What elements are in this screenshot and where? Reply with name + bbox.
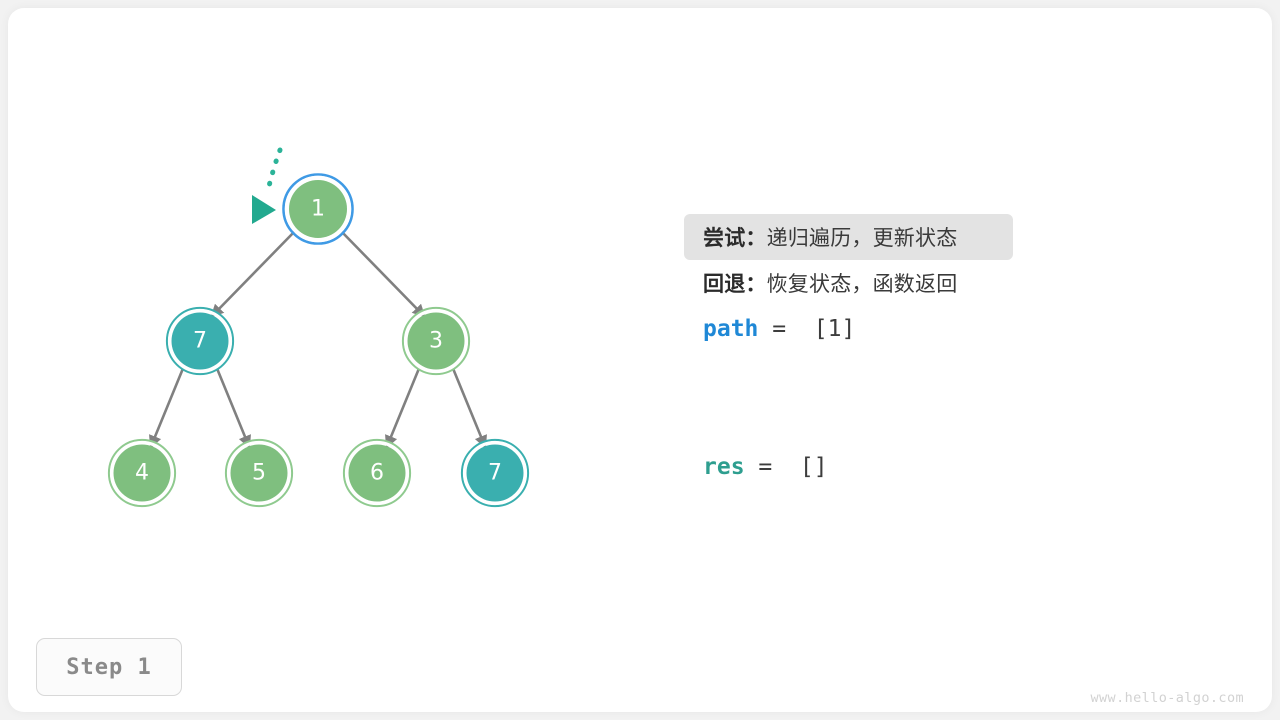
node-7r-gap bbox=[462, 440, 528, 506]
panel-row-try-text: 递归遍历，更新状态 bbox=[766, 226, 958, 250]
panel-row-try-keyword: 尝试： bbox=[703, 226, 767, 250]
node-3-gap bbox=[403, 308, 469, 374]
node-4-gap bbox=[109, 440, 175, 506]
edge-7-4 bbox=[149, 365, 186, 449]
panel-spacer bbox=[684, 352, 1204, 398]
edge-1-7 bbox=[210, 229, 297, 318]
node-5-outer-ring bbox=[224, 438, 294, 508]
tree-node-5[interactable]: 5 bbox=[224, 438, 294, 508]
tree-node-4[interactable]: 4 bbox=[107, 438, 177, 508]
node-3-outer-ring bbox=[401, 306, 471, 376]
node-4-label: 4 bbox=[135, 461, 149, 486]
edge-7-5 bbox=[214, 365, 251, 449]
node-7r-fill bbox=[466, 444, 524, 502]
node-7l-outer-ring bbox=[165, 306, 235, 376]
panel-spacer-2 bbox=[684, 398, 1204, 444]
pointer-arrow-icon bbox=[252, 195, 276, 224]
node-6-label: 6 bbox=[370, 461, 384, 486]
res-variable-name: res bbox=[703, 454, 745, 480]
res-variable-value: = [] bbox=[744, 454, 828, 480]
node-5-label: 5 bbox=[252, 461, 266, 486]
node-7l-label: 7 bbox=[193, 329, 207, 354]
watermark: www.hello-algo.com bbox=[1090, 690, 1244, 706]
node-7r-outer-ring bbox=[460, 438, 530, 508]
node-3-fill bbox=[407, 312, 465, 370]
node-6-outer-ring bbox=[342, 438, 412, 508]
path-variable-value: = [1] bbox=[758, 316, 856, 342]
tree-node-7-left[interactable]: 7 bbox=[165, 306, 235, 376]
tree-node-6[interactable]: 6 bbox=[342, 438, 412, 508]
panel-row-backtrack-keyword: 回退： bbox=[703, 272, 767, 296]
tree-nodes: 1 7 3 4 bbox=[107, 173, 530, 508]
node-1-label: 1 bbox=[311, 197, 325, 222]
pointer-dotted-trail bbox=[264, 147, 283, 197]
node-1-gap bbox=[284, 175, 352, 243]
node-7l-gap bbox=[167, 308, 233, 374]
panel-row-path: path = [1] bbox=[684, 306, 1204, 352]
node-6-gap bbox=[344, 440, 410, 506]
node-4-fill bbox=[113, 444, 171, 502]
tree-node-7-right[interactable]: 7 bbox=[460, 438, 530, 508]
panel-row-res: res = [] bbox=[684, 444, 1204, 490]
tree-edges bbox=[149, 229, 487, 449]
node-1-fill bbox=[289, 180, 347, 238]
node-5-gap bbox=[226, 440, 292, 506]
pointer-indicator bbox=[252, 147, 283, 224]
node-3-label: 3 bbox=[429, 329, 443, 354]
edge-3-6 bbox=[385, 365, 422, 449]
step-badge: Step 1 bbox=[36, 638, 182, 696]
node-4-outer-ring bbox=[107, 438, 177, 508]
node-1-outer-ring bbox=[282, 173, 354, 245]
node-6-fill bbox=[348, 444, 406, 502]
node-5-fill bbox=[230, 444, 288, 502]
panel-row-backtrack: 回退：恢复状态，函数返回 bbox=[684, 260, 1204, 306]
state-panel: 尝试：递归遍历，更新状态 回退：恢复状态，函数返回 path = [1] res… bbox=[684, 214, 1204, 490]
edge-3-7 bbox=[450, 365, 487, 449]
edge-1-3 bbox=[339, 229, 426, 318]
node-7r-label: 7 bbox=[488, 461, 502, 486]
panel-row-try: 尝试：递归遍历，更新状态 bbox=[684, 214, 1013, 260]
tree-node-3[interactable]: 3 bbox=[401, 306, 471, 376]
path-variable-name: path bbox=[703, 316, 759, 342]
panel-row-backtrack-text: 恢复状态，函数返回 bbox=[766, 272, 958, 296]
node-7l-fill bbox=[171, 312, 229, 370]
tree-node-1[interactable]: 1 bbox=[282, 173, 354, 245]
